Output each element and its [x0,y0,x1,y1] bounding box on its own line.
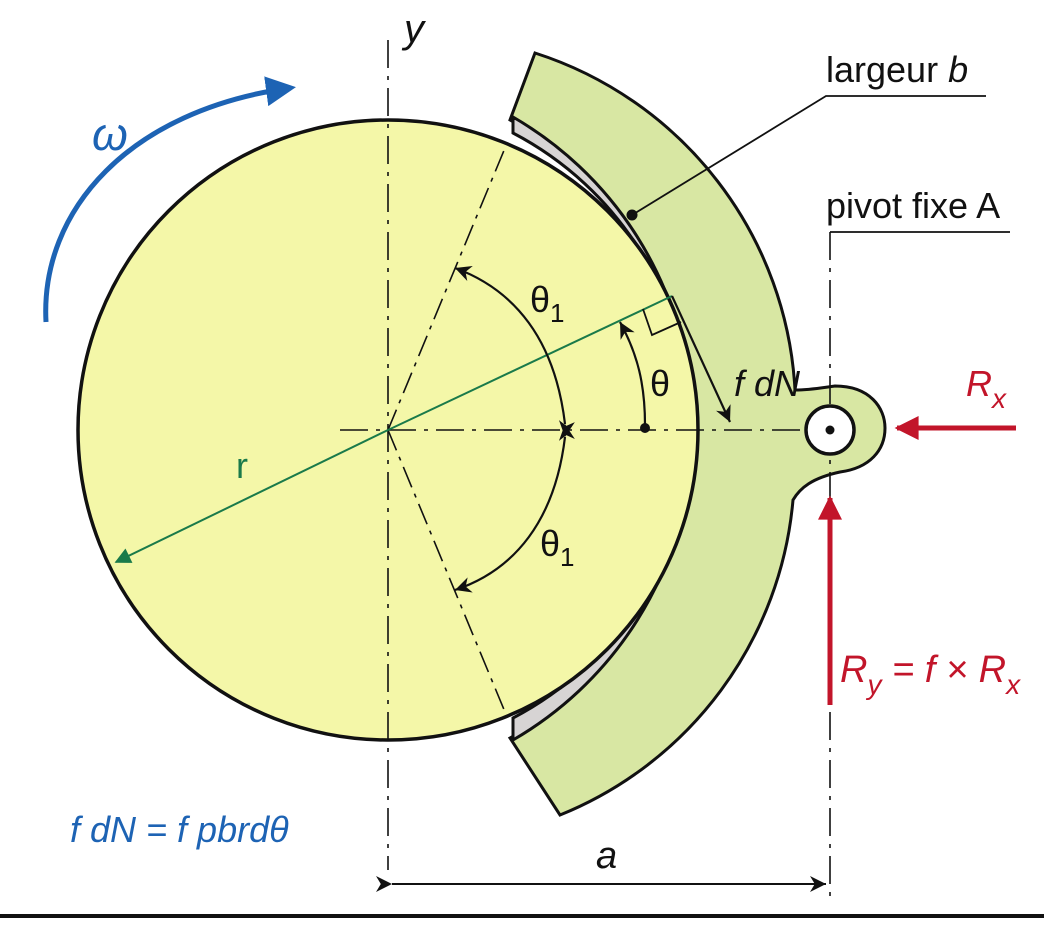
theta1-top-label: θ1 [530,279,565,328]
ry-eq: = f × [881,649,978,691]
ry-lhs-sub: y [865,669,883,700]
rx-label: Rx [966,363,1007,414]
radius-label: r [236,445,248,486]
theta-label: θ [650,363,670,404]
friction-force-arrow [671,295,731,423]
width-label-var: b [948,49,968,90]
theta1-bottom-label: θ1 [540,523,575,572]
right-angle-marker [642,308,682,337]
theta1-top-sym: θ [530,279,550,320]
theta1-lower-arc [454,420,575,593]
pivot-label: pivot fixe A [826,185,1000,226]
omega-rotation-arrow [43,76,296,323]
distance-a-label: a [596,835,617,877]
width-leader-dot [626,209,638,221]
theta-origin-dot [640,423,650,433]
width-leader-line [631,95,986,216]
theta1-bottom-sub: 1 [560,542,574,572]
theta1-lower-limit-line [387,429,506,713]
radius-r-arrow [114,429,389,563]
omega-label: ω [92,108,128,160]
friction-label: f dN [734,363,801,404]
theta-arc [619,321,647,426]
formula-label: f dN = f pbrdθ [70,809,289,850]
theta1-upper-arc [454,266,575,441]
theta1-upper-limit-line [387,147,506,431]
y-axis-label: y [401,7,427,51]
theta1-bottom-sym: θ [540,523,560,564]
rx-sub: x [990,383,1007,414]
theta1-top-sub: 1 [550,298,564,328]
rx-sym: R [966,363,992,404]
ry-rhs-sub: x [1004,669,1021,700]
pivot-center-dot [825,425,835,435]
ry-rhs: R [979,649,1006,691]
ry-label: Ry = f × Rx [840,649,1021,700]
width-label-text: largeur [826,49,948,90]
ry-lhs: R [840,649,867,691]
width-label: largeur b [826,49,968,90]
